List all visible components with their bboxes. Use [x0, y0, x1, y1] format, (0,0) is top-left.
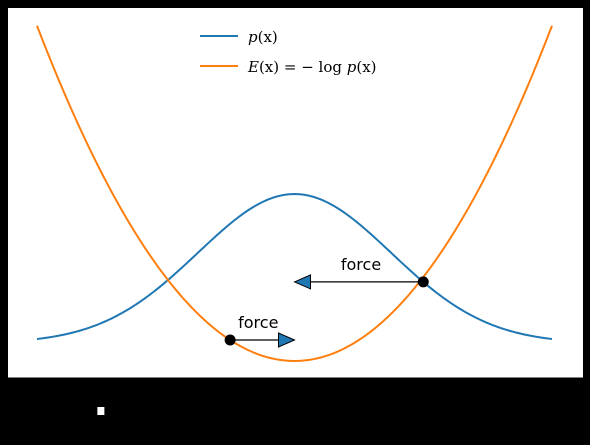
tick-label-artifact — [97, 407, 105, 415]
force-arrow-head — [278, 332, 296, 348]
x-tick-label — [143, 390, 188, 407]
force-label: force — [341, 255, 381, 274]
x-tick-label — [208, 390, 253, 407]
x-tick-label — [80, 390, 123, 407]
force-arrow-head — [293, 274, 311, 290]
legend: p(x) E(x) = − log p(x) — [200, 28, 377, 76]
legend-label-e: E(x) = − log p(x) — [247, 58, 377, 76]
x-tick-label — [15, 390, 59, 407]
x-tick-label — [540, 390, 564, 407]
plot-area — [8, 8, 583, 378]
x-tick-label — [346, 390, 371, 407]
x-tick-label — [284, 390, 305, 407]
density-point-marker — [417, 276, 429, 288]
energy-point-marker — [224, 334, 236, 346]
x-tick-label — [475, 390, 500, 407]
force-label: force — [238, 313, 278, 332]
series-line-energy — [36, 25, 553, 362]
legend-label-p: p(x) — [248, 28, 278, 46]
series-line-p — [36, 193, 553, 340]
x-axis-label — [286, 415, 303, 431]
x-tick-label — [411, 390, 436, 407]
